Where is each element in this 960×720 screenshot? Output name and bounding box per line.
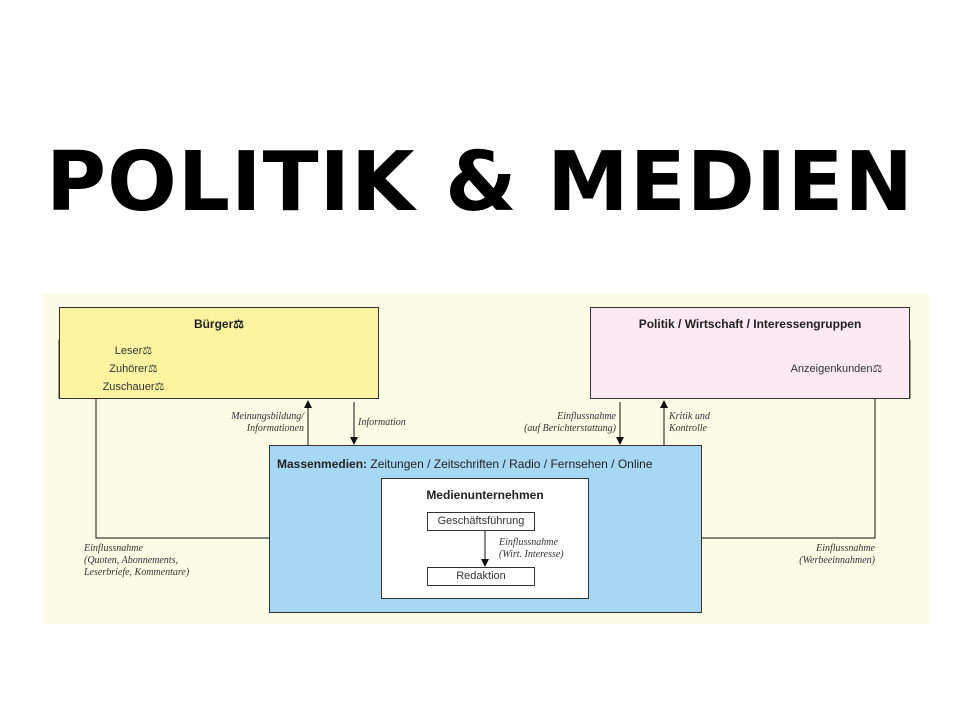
anzeigenkunden-label: Anzeigenkunden⚖ xyxy=(790,363,883,375)
kritik-label: Kritik und Kontrolle xyxy=(669,411,710,434)
geschaeftsfuehrung-box: Geschäftsführung xyxy=(427,512,535,531)
einflussnahme-werbe-label: Einflussnahme (Werbeeinnahmen) xyxy=(799,543,875,566)
zuhoerer-label: Zuhörer⚖ xyxy=(109,363,158,375)
medienunternehmen-title: Medienunternehmen xyxy=(426,488,544,502)
massenmedien-label-list: Zeitungen / Zeitschriften / Radio / Fern… xyxy=(367,457,653,471)
page-title: POLITIK & MEDIEN xyxy=(46,135,914,230)
zuschauer-label: Zuschauer⚖ xyxy=(102,381,165,393)
redaktion-box: Redaktion xyxy=(427,567,535,586)
buerger-title: Bürger⚖ xyxy=(193,317,245,331)
buerger-box xyxy=(59,307,379,399)
massenmedien-label-bold: Massenmedien: xyxy=(277,457,368,471)
einflussnahme-quoten-label: Einflussnahme (Quoten, Abonnements, Lese… xyxy=(84,543,190,578)
einflussnahme-bericht-label: Einflussnahme (auf Berichterstattung) xyxy=(524,411,616,434)
politik-box xyxy=(590,307,910,399)
politik-title: Politik / Wirtschaft / Interessengruppen xyxy=(638,317,862,331)
meinungsbildung-label: Meinungsbildung/ Informationen xyxy=(231,411,304,434)
information-label: Information xyxy=(358,417,406,428)
leser-label: Leser⚖ xyxy=(114,345,153,357)
massenmedien-label: Massenmedien: Zeitungen / Zeitschriften … xyxy=(277,457,653,471)
media-politics-diagram: Bürger⚖ Leser⚖ Zuhörer⚖ Zuschauer⚖ Polit… xyxy=(44,294,929,624)
einflussnahme-wirt-label: Einflussnahme (Wirt. Interesse) xyxy=(499,537,564,560)
